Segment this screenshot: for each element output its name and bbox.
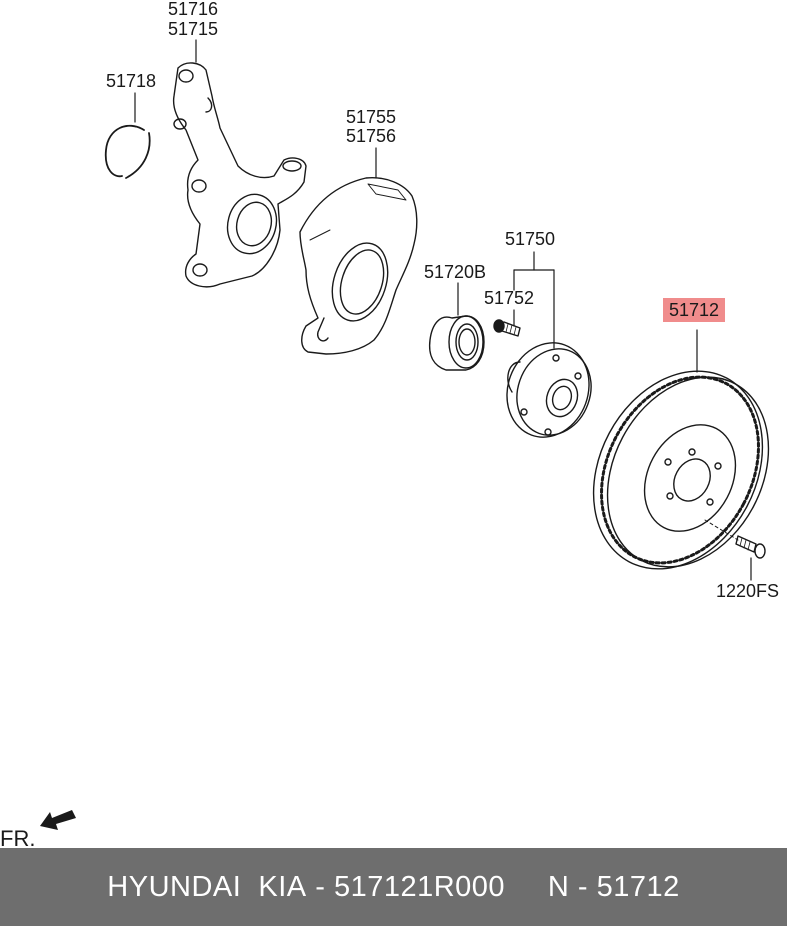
- part-info-footer: HYUNDAI KIA - 517121R000 N - 51712: [0, 848, 787, 926]
- front-direction-label: FR.: [0, 826, 36, 851]
- callout-51755: 51755: [346, 107, 397, 127]
- brake-disc-part: [592, 370, 770, 570]
- callout-51715: 51715: [168, 19, 219, 39]
- snap-ring-part: [104, 124, 151, 179]
- callout-51756: 51756: [346, 126, 397, 146]
- callout-51716: 51716: [168, 0, 219, 19]
- footer-separator: -: [306, 870, 334, 903]
- wheel-hub-part: [506, 342, 592, 438]
- arrow-icon: [40, 810, 76, 830]
- callout-51720b: 51720B: [424, 262, 487, 282]
- callout-51750: 51750: [505, 229, 556, 249]
- hub-bolt-part: [493, 319, 521, 337]
- callout-51752: 51752: [484, 288, 535, 308]
- leader-lines: [134, 39, 752, 581]
- footer-part-number: 517121R000: [333, 870, 506, 903]
- footer-brand: HYUNDAI KIA: [107, 870, 307, 903]
- callout-51712-highlighted: 51712: [663, 298, 726, 322]
- callout-1220fs: 1220FS: [716, 581, 780, 601]
- callout-51718: 51718: [106, 71, 157, 91]
- disc-screw-part: [735, 535, 766, 559]
- footer-n-value: 51712: [596, 870, 680, 903]
- steering-knuckle-part: [172, 62, 307, 288]
- footer-n-prefix: N -: [547, 870, 597, 903]
- footer-gap: [505, 871, 548, 904]
- dust-shield-part: [299, 177, 418, 355]
- wheel-bearing-part: [428, 315, 485, 371]
